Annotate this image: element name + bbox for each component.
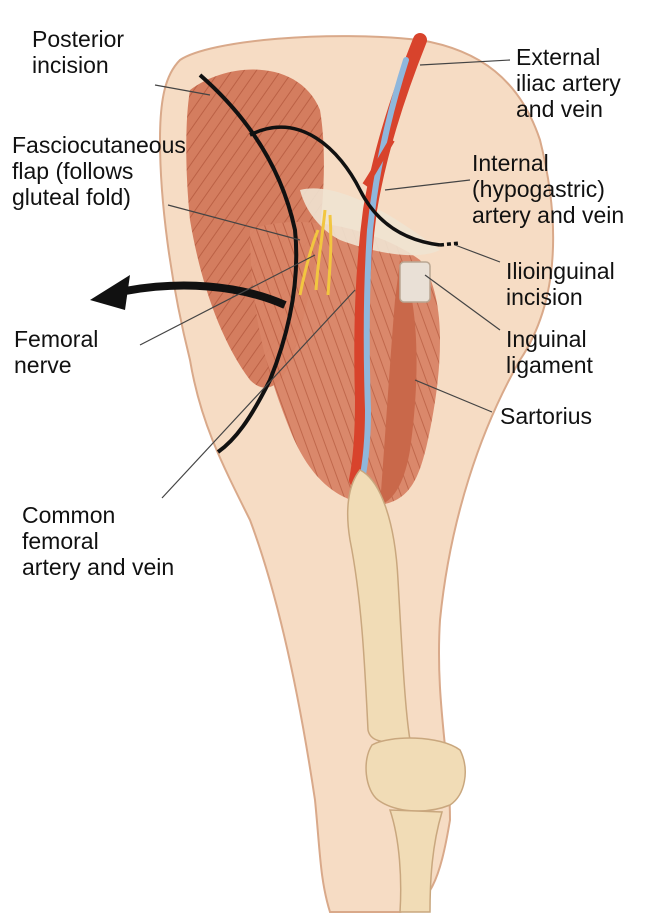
inguinal-ligament-drawing — [400, 262, 430, 302]
label-femoral-nerve: Femoral nerve — [14, 326, 98, 378]
flap-arrowhead — [90, 275, 130, 310]
label-common-femoral: Common femoral artery and vein — [22, 502, 174, 580]
knee-joint — [366, 738, 465, 811]
label-ilioinguinal-incision: Ilioinguinal incision — [506, 258, 615, 310]
label-inguinal-ligament: Inguinal ligament — [506, 326, 593, 378]
label-external-iliac: External iliac artery and vein — [516, 44, 621, 122]
label-internal-hypogastric: Internal (hypogastric) artery and vein — [472, 150, 624, 228]
ilioinguinal-dashed — [440, 243, 460, 245]
label-sartorius: Sartorius — [500, 403, 592, 429]
label-fasciocutaneous-flap: Fasciocutaneous flap (follows gluteal fo… — [12, 132, 186, 210]
label-posterior-incision: Posterior incision — [32, 26, 124, 78]
